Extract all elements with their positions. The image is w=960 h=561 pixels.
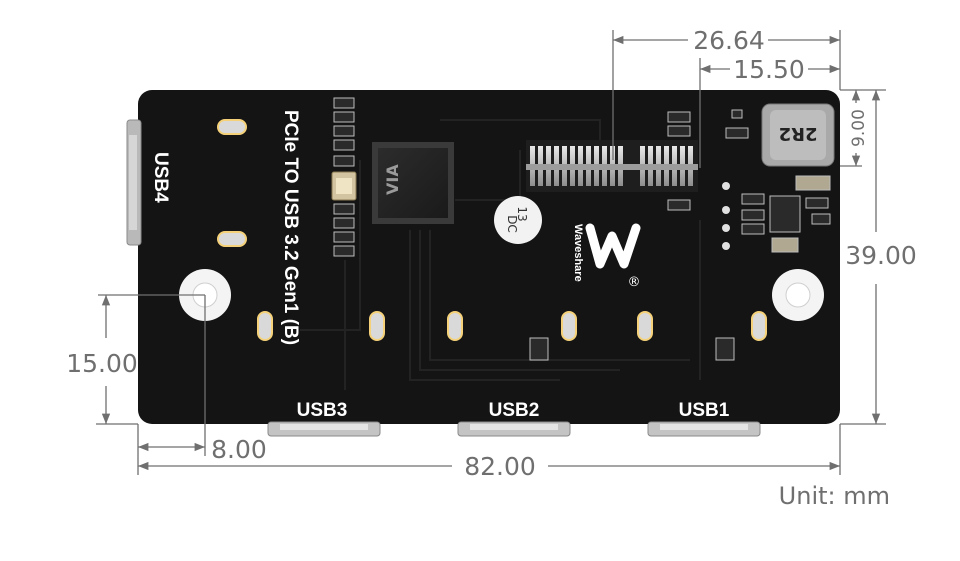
crystal-oscillator <box>331 171 357 201</box>
svg-text:VIA: VIA <box>383 164 402 195</box>
board-title: PCIe TO USB 3.2 Gen1 (B) <box>280 110 301 345</box>
usb3-connector <box>267 421 381 437</box>
unit-label: Unit: mm <box>779 482 890 510</box>
crystal-sticker: 13 DC <box>494 196 542 244</box>
usb-controller-chip: VIA <box>372 142 454 224</box>
passive-components-left <box>333 97 355 257</box>
pcb-board <box>138 90 840 424</box>
crystal-label: 13 <box>515 206 529 221</box>
usb2-label: USB2 <box>489 400 540 421</box>
crystal-label-2: DC <box>505 215 519 233</box>
usb4-connector <box>126 119 142 246</box>
dimension-lines <box>96 30 886 475</box>
usb2-connector <box>457 421 571 437</box>
usb3-label: USB3 <box>297 400 348 421</box>
brand-label: Waveshare <box>572 224 584 282</box>
connector-pads <box>217 119 767 341</box>
usb1-connector <box>647 421 761 437</box>
mounting-hole-right <box>772 269 824 321</box>
usb1-label: USB1 <box>679 400 730 421</box>
registered-mark: ® <box>628 275 641 290</box>
inductor-label: 2R2 <box>779 123 818 144</box>
dim-height-overall: 39.00 <box>845 241 917 270</box>
dim-inductor-offset: 9.00 <box>849 109 869 147</box>
dim-hole-offset: 8.00 <box>211 435 267 464</box>
dim-connector-offset: 26.64 <box>693 26 765 55</box>
dim-hole-height: 15.00 <box>66 349 138 378</box>
passive-components-right <box>529 109 831 361</box>
dim-connector-offset-2: 15.50 <box>733 55 805 84</box>
dim-width-overall: 82.00 <box>464 452 536 481</box>
waveshare-logo: ® <box>585 223 641 290</box>
inductor: 2R2 <box>761 103 835 167</box>
pcie-fpc-connector <box>526 140 698 192</box>
usb4-label: USB4 <box>150 152 171 203</box>
test-points <box>722 182 730 250</box>
